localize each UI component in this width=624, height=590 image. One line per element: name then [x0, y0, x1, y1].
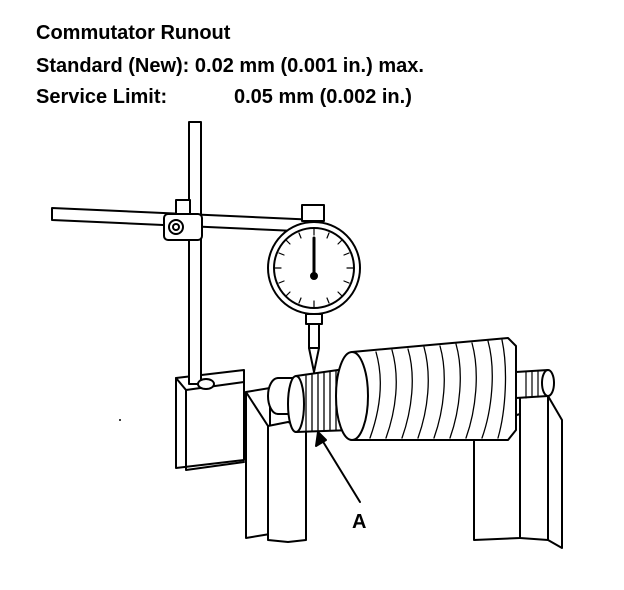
scan-speck — [119, 419, 121, 421]
v-block-right — [473, 391, 563, 549]
spec-service-label: Service Limit: — [36, 86, 168, 108]
spec-block: Commutator Runout Standard (New): 0.02 m… — [0, 0, 624, 120]
armature-core — [335, 337, 517, 441]
shaft-right — [515, 369, 555, 399]
magnetic-base — [175, 369, 245, 471]
spec-title: Commutator Runout — [36, 22, 231, 44]
clamp — [163, 199, 203, 241]
callout-a-label: A — [352, 511, 366, 533]
spec-service-value: 0.05 mm (0.002 in.) — [234, 86, 412, 108]
armature — [267, 337, 555, 441]
stand-rod — [188, 121, 215, 390]
dial-indicator — [267, 204, 361, 373]
v-block-left — [245, 387, 307, 543]
callout-a-leader — [315, 431, 361, 503]
spec-standard: Standard (New): 0.02 mm (0.001 in.) max. — [36, 55, 424, 77]
